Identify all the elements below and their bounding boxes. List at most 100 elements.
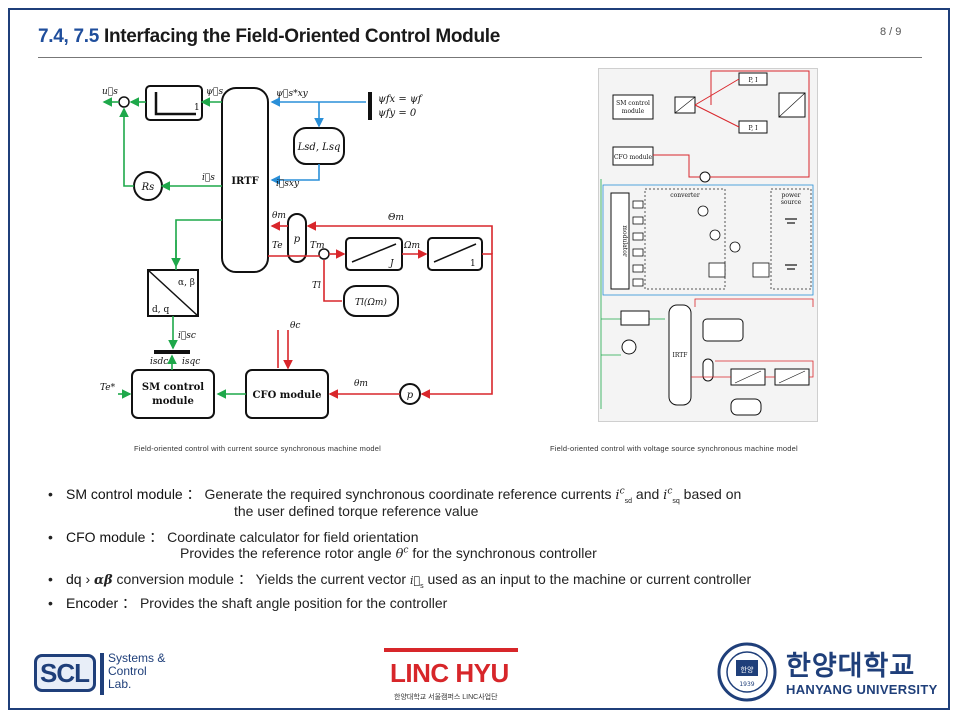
bullet-sep: ： xyxy=(145,529,168,545)
math-is-sub: s xyxy=(420,582,424,590)
hanyang-logo: 한양 1939 한양대학교 HANYANG UNIVERSITY xyxy=(716,642,942,702)
dq-label: d, q xyxy=(152,305,169,315)
theta-c-label: θc xyxy=(290,321,300,331)
bullet-sep: ： xyxy=(118,595,140,611)
irtf-small xyxy=(668,304,692,406)
current-source-diagram: 1 IRTF ψfx = ψf ψfy = 0 Lsd, Lsq Rs p J … xyxy=(100,85,493,419)
scl-line3: Lab. xyxy=(108,677,132,691)
scl-abbr: SCL xyxy=(40,658,90,688)
bullet-key: CFO module xyxy=(66,529,146,545)
hanyang-korean: 한양대학교 xyxy=(786,651,916,682)
power-label: power xyxy=(781,192,800,199)
derivative-block xyxy=(287,213,307,263)
cfo-small-label: CFO module xyxy=(614,154,653,161)
pi-top-label: P, I xyxy=(748,77,758,84)
psi-sxy-label: ψ⃗s*xy xyxy=(276,89,309,99)
sm-module-small-label: module xyxy=(622,108,645,115)
sm-control-small-label: SM control xyxy=(616,100,650,107)
cfo-small xyxy=(612,146,654,166)
p-label: p xyxy=(294,234,301,245)
irtf-block xyxy=(221,87,269,273)
bullet-and: and xyxy=(632,486,664,502)
theta-m-enc-label: θm xyxy=(354,379,368,389)
math-sub2: sq xyxy=(672,497,680,505)
is-c-label: i⃗sc xyxy=(178,331,196,341)
title-divider xyxy=(38,57,922,58)
linc-text: LINC HYU xyxy=(390,658,509,689)
bullet-key2: αβ xyxy=(94,573,113,588)
tl-label: Tl xyxy=(312,281,321,291)
tl-block-label: Tl(Ωm) xyxy=(355,297,387,308)
slide-frame xyxy=(8,8,950,710)
pi-bottom-label: P, I xyxy=(748,125,758,132)
math-i2: i xyxy=(663,488,668,503)
bullet-sm-control: •SM control module ： Generate the requir… xyxy=(48,486,742,505)
bullet-tail: based on xyxy=(679,486,742,502)
omega-m-label: Ωm xyxy=(403,241,420,251)
psi-fx-label: ψfx = ψf xyxy=(378,94,424,105)
irtf-label: IRTF xyxy=(231,176,258,187)
title-text: Interfacing the Field-Oriented Control M… xyxy=(103,26,501,47)
scl-line2: Control xyxy=(108,664,147,678)
sm-control-block xyxy=(131,369,215,419)
math-sup: c xyxy=(619,486,625,497)
load-torque-block xyxy=(343,285,399,317)
bullet-key: SM control module xyxy=(66,486,183,502)
bullet-sep: ： xyxy=(182,486,205,502)
unit-block-label: 1 xyxy=(194,103,200,113)
psi-fy-label: ψfy = 0 xyxy=(378,108,417,119)
modulator-label: modulator xyxy=(621,225,628,257)
seal-year: 1939 xyxy=(739,681,754,688)
rs-label: Rs xyxy=(141,182,155,193)
encoder-p-label: p xyxy=(407,390,414,401)
bullet-key3: conversion module xyxy=(112,571,235,587)
bullet-text: Provides the shaft angle position for th… xyxy=(139,595,448,611)
hanyang-english: HANYANG UNIVERSITY xyxy=(786,682,938,697)
bullet-tail: used as an input to the machine or curre… xyxy=(423,571,752,587)
psi-s-label: ψ⃗s xyxy=(206,87,223,97)
is-label: i⃗s xyxy=(202,173,215,183)
linc-title: LINC HYU xyxy=(390,658,509,688)
bullet-cfo-line2: Provides the reference rotor angle θc fo… xyxy=(180,545,597,562)
te-label: Te xyxy=(272,241,283,251)
bullet-key: Encoder xyxy=(66,595,119,611)
linc-subtitle: 한양대학교 서울캠퍼스 LINC사업단 xyxy=(394,694,498,701)
source-label: source xyxy=(781,199,802,206)
us-label: u⃗s xyxy=(102,87,118,97)
bullet-text: Coordinate calculator for field orientat… xyxy=(167,529,419,545)
sm-control-label: SM control xyxy=(142,382,204,393)
inductance-label: Lsd, Lsq xyxy=(297,142,341,153)
linc-logo: LINC HYU 한양대학교 서울캠퍼스 LINC사업단 xyxy=(384,648,518,706)
bullet-dq-ab: •dq › αβ conversion module ： Yields the … xyxy=(48,571,752,590)
left-diagram-caption: Field-oriented control with current sour… xyxy=(134,444,382,453)
bullet-text: Yields the current vector xyxy=(255,571,410,587)
hanyang-seal-icon: 한양 1939 xyxy=(717,642,777,702)
section-number: 7.4, 7.5 xyxy=(38,26,99,47)
te-star-label: Te* xyxy=(100,383,116,393)
irtf-small-label: IRTF xyxy=(673,352,688,359)
sm-module-label: module xyxy=(152,396,194,407)
sum-node xyxy=(118,96,130,108)
converter-label: converter xyxy=(670,192,700,199)
bullet-arrow: › xyxy=(81,571,95,587)
cfo-label: CFO module xyxy=(253,390,322,401)
isd-label: isdc xyxy=(150,357,168,367)
voltage-source-diagram: SM control module CFO module P, I P, I m… xyxy=(598,68,818,422)
cfo-line2a: Provides the reference rotor angle xyxy=(180,545,396,561)
theta-m-label: θm xyxy=(272,211,286,221)
page-title: 7.4, 7.5 Interfacing the Field-Oriented … xyxy=(38,26,500,48)
math-i: i xyxy=(615,488,620,503)
Theta-m-label: Θm xyxy=(388,213,404,223)
bullet-sm-line2: the user defined torque reference value xyxy=(234,503,479,519)
isq-label: isqc xyxy=(182,357,200,367)
page-number: 8 / 9 xyxy=(880,26,902,38)
math-is: i⃗ xyxy=(409,574,421,587)
right-diagram-caption: Field-oriented control with voltage sour… xyxy=(550,444,798,453)
bullet-text: Generate the required synchronous coordi… xyxy=(204,486,616,502)
ab-label: α, β xyxy=(178,278,195,288)
sm-control-small xyxy=(612,94,654,120)
seal-text: 한양 xyxy=(741,666,754,674)
bullet-sep: ： xyxy=(234,571,256,587)
bullet-encoder: •Encoder ： Provides the shaft angle posi… xyxy=(48,595,448,611)
math-sup2: c xyxy=(667,486,673,497)
